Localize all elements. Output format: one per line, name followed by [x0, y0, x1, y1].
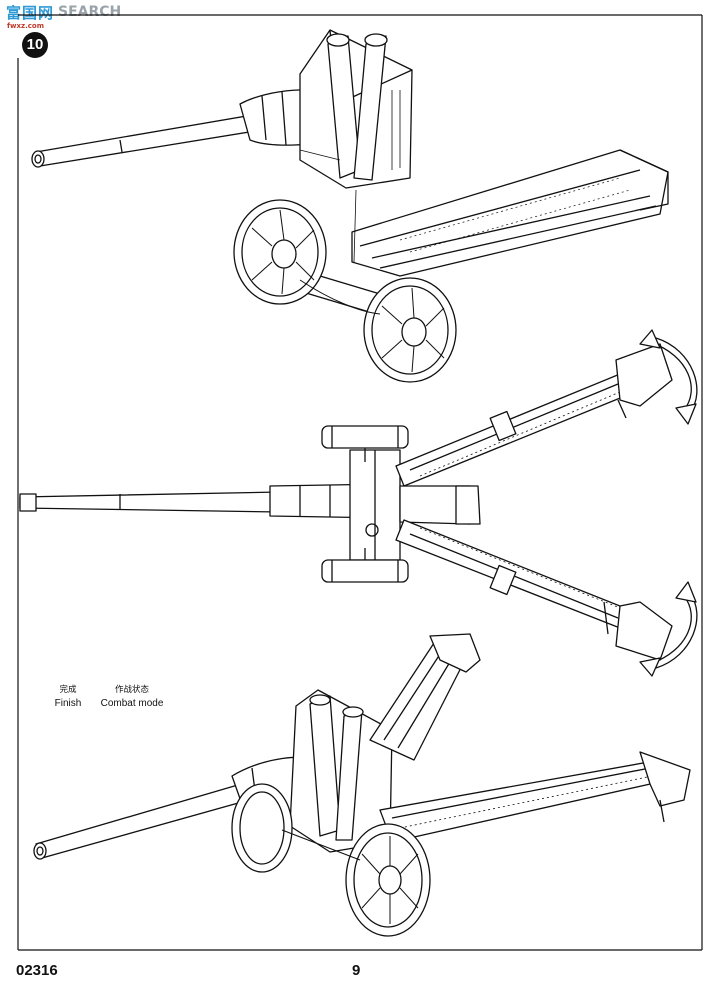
- combat-left-wheel: [231, 783, 293, 873]
- left-wheel: [233, 199, 327, 305]
- caption-combat-mode: 作战状态 Combat mode: [94, 684, 170, 710]
- caption-combat-mode-en: Combat mode: [100, 698, 164, 709]
- plan-wheel-bottom: [321, 548, 409, 583]
- swing-arrow-upper: [639, 329, 698, 425]
- gun-plan-view: [19, 329, 698, 677]
- swing-arrow-lower: [639, 581, 698, 677]
- right-wheel: [363, 277, 457, 383]
- caption-finish-cn: 完成: [59, 685, 77, 695]
- watermark-sub: fwxz.com: [7, 22, 45, 30]
- caption-finish-en: Finish: [54, 698, 82, 709]
- product-code: 02316: [16, 962, 58, 979]
- page-number: 9: [352, 962, 361, 979]
- plan-wheel-top: [321, 425, 409, 462]
- caption-finish: 完成 Finish: [48, 684, 88, 710]
- watermark-en: SEARCH: [58, 4, 122, 20]
- caption-combat-mode-cn: 作战状态: [114, 685, 149, 695]
- watermark: 富国网 SEARCH: [6, 2, 121, 22]
- step-number-badge: 10: [22, 32, 48, 58]
- combat-right-wheel: [345, 823, 431, 937]
- watermark-cn: 富国网: [6, 3, 55, 22]
- page-frame: [17, 14, 703, 951]
- gun-perspective-travel: [31, 29, 669, 383]
- gun-perspective-combat: [33, 633, 691, 937]
